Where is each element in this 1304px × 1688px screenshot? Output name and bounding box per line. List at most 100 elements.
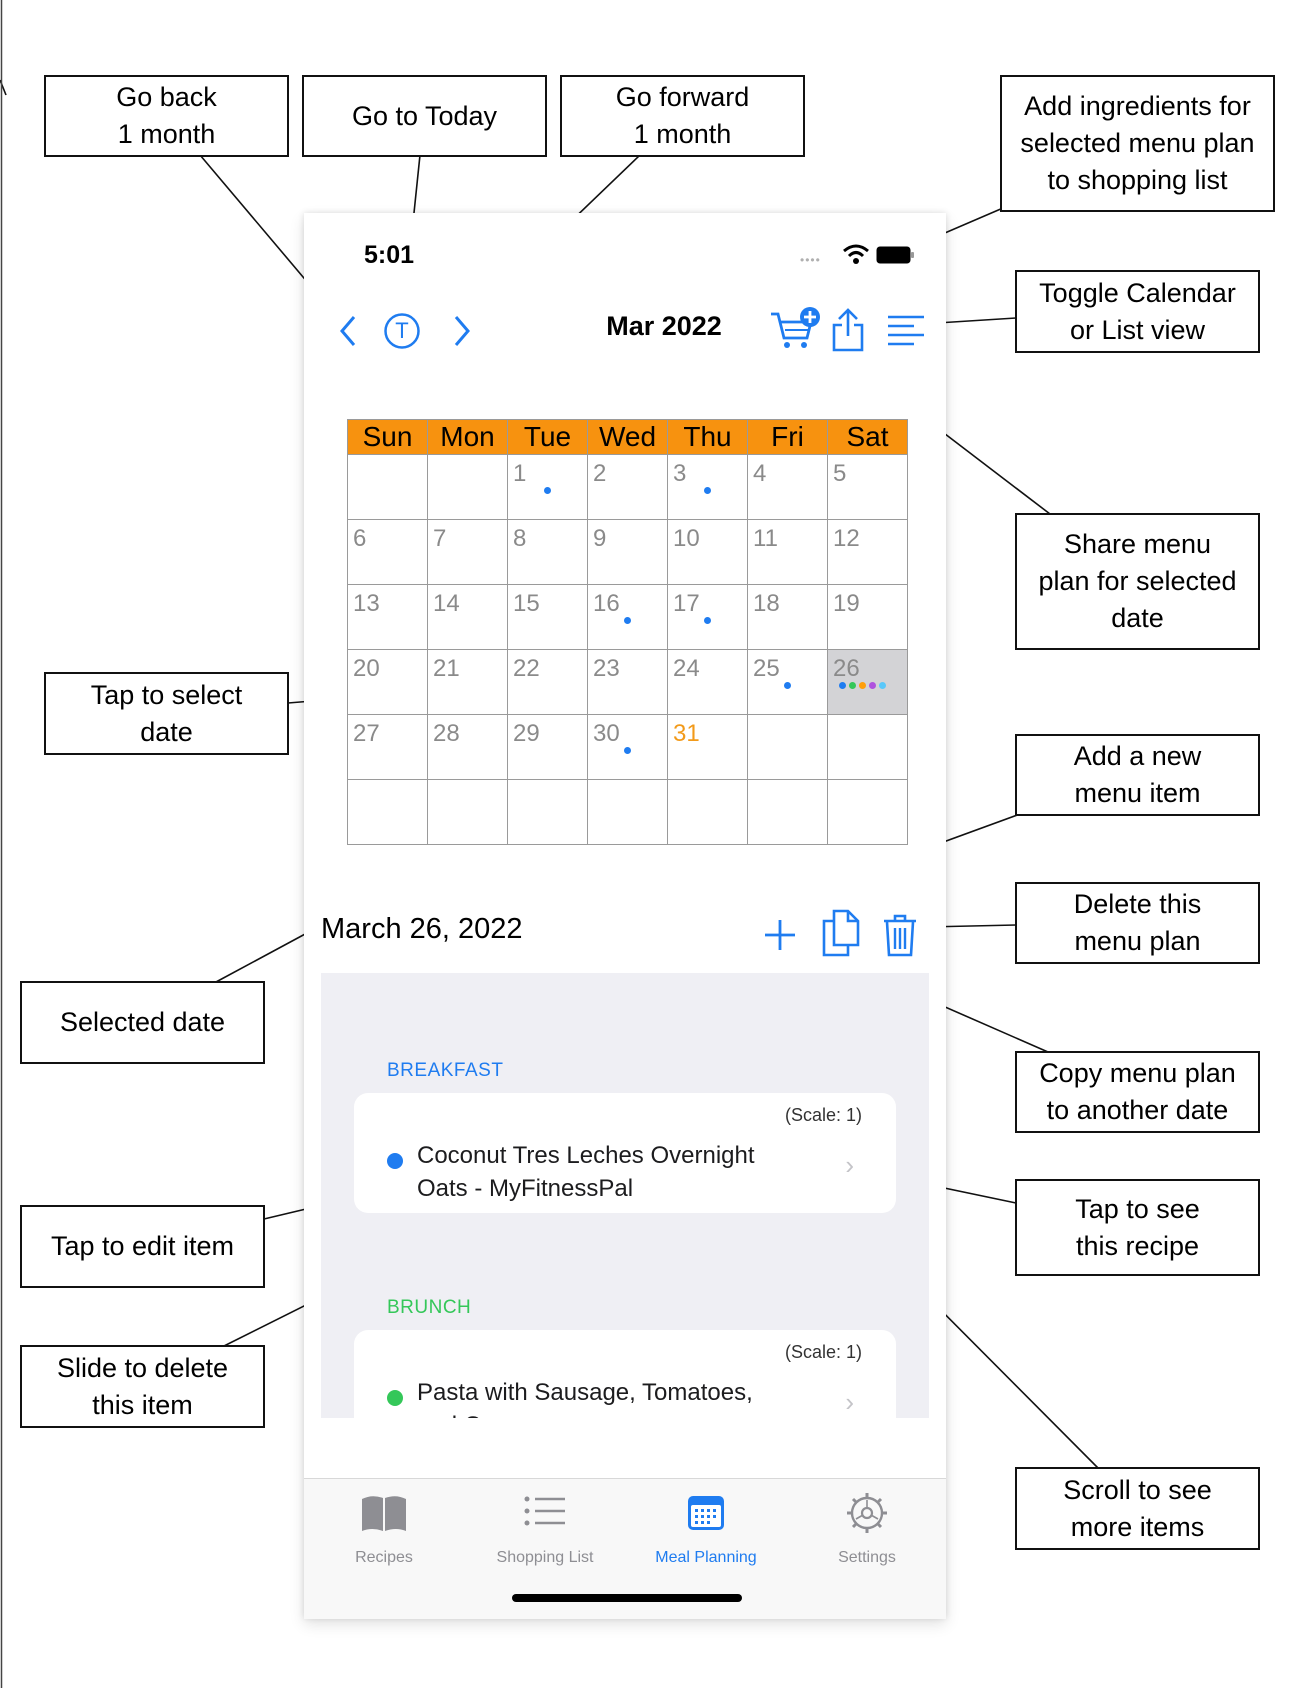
calendar-empty-cell [667,779,748,845]
calendar-empty-cell [507,779,588,845]
calendar-empty-cell [347,779,428,845]
copy-menu-plan-button[interactable] [818,907,862,959]
copy-icon [822,909,860,957]
day-number: 27 [353,720,380,747]
calendar-day-cell[interactable]: 31 [667,714,748,780]
day-number: 17 [673,590,700,617]
previous-month-button[interactable] [330,311,366,351]
calendar-empty-cell [827,714,908,780]
calendar-day-cell[interactable]: 3 [667,454,748,520]
calendar-empty-cell [347,454,428,520]
calendar-empty-cell [747,779,828,845]
day-number: 7 [433,525,447,552]
calendar-day-cell[interactable]: 28 [427,714,508,780]
callout-add-item: Add a new menu item [1015,734,1260,816]
calendar-day-cell[interactable]: 13 [347,584,428,650]
day-number: 12 [833,525,860,552]
day-number: 8 [513,525,527,552]
day-number: 29 [513,720,540,747]
calendar-day-cell[interactable]: 12 [827,519,908,585]
day-number: 22 [513,655,540,682]
calendar-day-cell[interactable]: 25 [747,649,828,715]
share-button[interactable] [828,305,868,355]
next-month-button[interactable] [444,311,480,351]
calendar-day-cell[interactable]: 2 [587,454,668,520]
calendar-day-cell[interactable]: 27 [347,714,428,780]
toggle-view-button[interactable] [885,311,927,351]
chevron-left-icon [340,316,356,346]
calendar-day-cell[interactable]: 26 [827,649,908,715]
list-icon [524,1496,565,1526]
menu-item-row[interactable]: (Scale: 1) Pasta with Sausage, Tomatoes,… [354,1330,896,1418]
menu-item-list[interactable]: BREAKFAST (Scale: 1) Coconut Tres Leches… [321,973,929,1418]
calendar-day-cell[interactable]: 8 [507,519,588,585]
calendar-day-cell[interactable]: 23 [587,649,668,715]
calendar-day-cell[interactable]: 15 [507,584,588,650]
calendar-day-cell[interactable]: 19 [827,584,908,650]
tab-label: Recipes [355,1549,413,1566]
calendar-day-cell[interactable]: 18 [747,584,828,650]
weekday-header: Sat [827,419,908,455]
weekday-header: Fri [747,419,828,455]
chevron-right-icon [454,316,470,346]
chevron-right-icon[interactable]: › [845,1387,854,1417]
calendar-empty-cell [747,714,828,780]
home-indicator [512,1594,742,1602]
day-number: 30 [593,720,620,747]
calendar-day-cell[interactable]: 29 [507,714,588,780]
calendar-day-cell[interactable]: 20 [347,649,428,715]
calendar-day-cell[interactable]: 9 [587,519,668,585]
callout-copy-plan: Copy menu plan to another date [1015,1051,1260,1133]
calendar-day-cell[interactable]: 14 [427,584,508,650]
callout-share: Share menu plan for selected date [1015,513,1260,650]
weekday-header: Sun [347,419,428,455]
day-number: 24 [673,655,700,682]
tab-shopping-list[interactable]: Shopping List [470,1491,620,1566]
calendar-day-cell[interactable]: 24 [667,649,748,715]
calendar-day-cell[interactable]: 1 [507,454,588,520]
callout-tap-recipe: Tap to see this recipe [1015,1179,1260,1276]
tab-recipes[interactable]: Recipes [309,1491,459,1566]
calendar-day-cell[interactable]: 4 [747,454,828,520]
calendar-day-cell[interactable]: 7 [427,519,508,585]
meal-dot [839,682,846,689]
callout-go-forward: Go forward 1 month [560,75,805,157]
weekday-header: Tue [507,419,588,455]
meal-dot [879,682,886,689]
calendar-day-cell[interactable]: 5 [827,454,908,520]
callout-selected-date: Selected date [20,981,265,1064]
day-number: 5 [833,460,847,487]
calendar-day-cell[interactable]: 22 [507,649,588,715]
calendar-day-cell[interactable]: 10 [667,519,748,585]
menu-item-row[interactable]: (Scale: 1) Coconut Tres Leches Overnight… [354,1093,896,1213]
add-menu-item-button[interactable] [760,913,800,957]
calendar-day-cell[interactable]: 16 [587,584,668,650]
calendar-day-cell[interactable]: 30 [587,714,668,780]
meal-color-dot [387,1153,403,1169]
day-number: 13 [353,590,380,617]
calendar-day-cell[interactable]: 6 [347,519,428,585]
list-view-icon [888,315,924,346]
meal-dot [784,682,791,689]
calendar-day-cell[interactable]: 11 [747,519,828,585]
book-icon [362,1496,406,1531]
calendar-empty-cell [827,779,908,845]
calendar-day-cell[interactable]: 17 [667,584,748,650]
meal-dot [544,487,551,494]
day-number: 26 [833,655,860,682]
meal-dot [869,682,876,689]
callout-go-back: Go back 1 month [44,75,289,157]
calendar-day-cell[interactable]: 21 [427,649,508,715]
callout-tap-edit: Tap to edit item [20,1205,265,1288]
plus-icon [765,920,795,950]
day-number: 1 [513,460,527,487]
add-to-shopping-list-button[interactable] [768,305,822,353]
tab-meal-planning[interactable]: Meal Planning [631,1491,781,1566]
meal-dot [859,682,866,689]
callout-slide-delete: Slide to delete this item [20,1345,265,1428]
delete-menu-plan-button[interactable] [880,911,920,959]
tab-settings[interactable]: Settings [792,1491,942,1566]
today-button[interactable]: T [382,311,422,351]
chevron-right-icon[interactable]: › [845,1150,854,1180]
meal-color-dot [387,1390,403,1406]
